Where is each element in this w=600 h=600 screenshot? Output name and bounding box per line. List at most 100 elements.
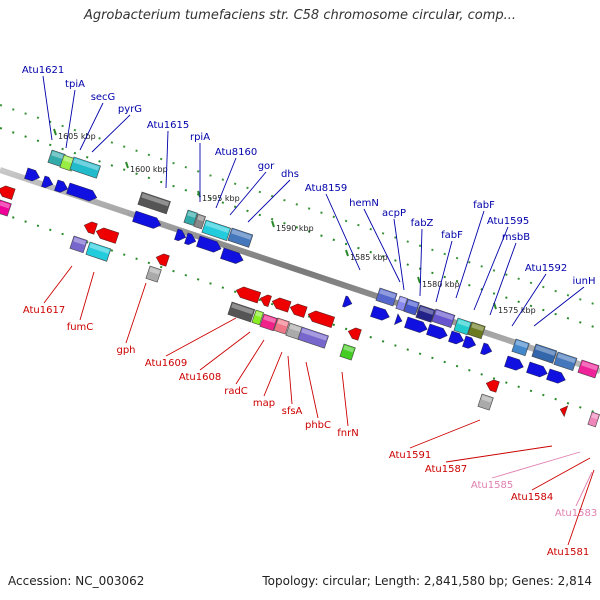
reverse-gene-label-leader xyxy=(199,331,251,371)
forward-gene-label-leader xyxy=(79,102,104,151)
forward-gene-arrow xyxy=(448,330,464,345)
forward-guide-line xyxy=(0,127,600,330)
gene-feature-box xyxy=(587,411,600,428)
gene-feature-box xyxy=(453,317,472,336)
pseudo-gene-label: Atu1583 xyxy=(555,508,597,519)
kbp-tick-mark xyxy=(271,220,275,228)
forward-gene-label-leader xyxy=(91,114,131,153)
forward-gene-arrow xyxy=(526,361,548,378)
gene-feature-box xyxy=(227,227,254,248)
forward-gene-label-leader xyxy=(247,179,291,223)
forward-gene-label: pyrG xyxy=(118,104,142,115)
forward-gene-arrow xyxy=(184,232,197,246)
reverse-gene-arrow xyxy=(259,294,272,307)
forward-gene-arrow xyxy=(370,305,390,321)
gene-feature-box xyxy=(511,338,530,357)
reverse-gene-label-leader xyxy=(567,469,595,546)
forward-gene-label: Atu1595 xyxy=(487,216,529,227)
pseudo-gene-label: Atu1585 xyxy=(471,480,513,491)
gene-feature-box xyxy=(415,304,436,323)
gene-feature-box xyxy=(273,317,290,335)
gene-feature-box xyxy=(145,265,162,283)
reverse-gene-label-leader xyxy=(305,361,319,419)
gene-feature-box xyxy=(183,209,198,226)
gene-feature-box xyxy=(531,343,558,364)
gene-feature-box xyxy=(0,199,12,217)
forward-gene-arrow xyxy=(41,175,54,189)
reverse-gene-arrow xyxy=(289,303,308,318)
forward-gene-label-leader xyxy=(533,286,585,327)
forward-gene-label: fabZ xyxy=(411,218,434,229)
forward-gene-label-leader xyxy=(325,193,361,271)
forward-gene-arrow xyxy=(220,247,244,264)
reverse-gene-label: fumC xyxy=(67,322,94,333)
reverse-gene-arrow xyxy=(0,185,16,200)
reverse-gene-label-leader xyxy=(43,265,73,304)
reverse-gene-label: fnrN xyxy=(337,428,358,439)
gene-feature-box xyxy=(85,241,112,262)
forward-gene-label-leader xyxy=(419,228,423,297)
gene-feature-box xyxy=(375,287,398,307)
gene-feature-box xyxy=(297,326,329,349)
forward-gene-label-leader xyxy=(455,210,485,299)
forward-gene-arrow xyxy=(24,167,40,182)
forward-gene-label-leader xyxy=(42,75,53,141)
forward-gene-label: Atu1592 xyxy=(525,263,567,274)
forward-gene-label: hemN xyxy=(349,198,379,209)
gene-feature-box xyxy=(339,343,356,361)
forward-gene-label: Atu1621 xyxy=(22,65,64,76)
forward-gene-label: acpP xyxy=(382,208,406,219)
gene-feature-box xyxy=(403,298,420,316)
reverse-gene-arrow xyxy=(485,379,500,393)
reverse-gene-arrow xyxy=(155,253,170,267)
forward-gene-arrow xyxy=(54,179,69,193)
gene-feature-box xyxy=(477,393,494,411)
forward-gene-label: dhs xyxy=(281,169,299,180)
forward-gene-label-leader xyxy=(511,273,547,327)
reverse-gene-label-leader xyxy=(287,355,293,405)
reverse-gene-label-leader xyxy=(445,445,553,463)
forward-gene-arrow xyxy=(394,313,403,325)
gene-feature-box xyxy=(69,235,88,254)
reverse-gene-label: Atu1608 xyxy=(179,372,221,383)
gene-feature-box xyxy=(553,351,578,372)
forward-gene-arrow xyxy=(462,335,477,349)
forward-gene-label-leader xyxy=(435,240,453,303)
gene-feature-box xyxy=(431,308,456,329)
kbp-tick-label: 1600 kbp xyxy=(130,165,168,174)
forward-gene-label: msbB xyxy=(502,232,530,243)
forward-gene-label-leader xyxy=(65,89,76,149)
chromosome-backbone xyxy=(0,167,600,374)
forward-gene-label-leader xyxy=(229,171,267,216)
forward-gene-label: fabF xyxy=(473,200,495,211)
gene-feature-box xyxy=(227,301,256,323)
forward-gene-arrow xyxy=(174,228,187,242)
reverse-gene-label-leader xyxy=(531,457,591,491)
kbp-tick-label: 1575 kbp xyxy=(498,306,536,315)
forward-gene-label-leader xyxy=(165,130,169,189)
kbp-tick-label: 1595 kbp xyxy=(202,194,240,203)
reverse-gene-label: Atu1609 xyxy=(145,358,187,369)
forward-gene-label: gor xyxy=(258,161,275,172)
gene-feature-box xyxy=(251,309,264,326)
kbp-tick-label: 1585 kbp xyxy=(350,253,388,262)
kbp-tick-label: 1590 kbp xyxy=(276,224,314,233)
kbp-tick-mark xyxy=(417,276,421,284)
forward-gene-label-leader xyxy=(363,208,401,283)
forward-gene-arrow xyxy=(66,182,98,202)
forward-gene-label: Atu8160 xyxy=(215,147,257,158)
forward-gene-label: secG xyxy=(91,92,116,103)
forward-gene-label-leader xyxy=(393,218,405,291)
reverse-gene-label-leader xyxy=(235,339,265,385)
forward-gene-arrow xyxy=(480,342,493,356)
gene-feature-box xyxy=(201,219,232,241)
forward-gene-label: Atu8159 xyxy=(305,183,347,194)
forward-gene-label: Atu1615 xyxy=(147,120,189,131)
forward-gene-label: iunH xyxy=(573,276,596,287)
pseudo-gene-label-leader xyxy=(575,471,593,507)
reverse-gene-arrow xyxy=(83,221,98,235)
forward-gene-arrow xyxy=(342,295,353,308)
gene-feature-box xyxy=(259,313,278,332)
reverse-gene-label: sfsA xyxy=(282,406,303,417)
